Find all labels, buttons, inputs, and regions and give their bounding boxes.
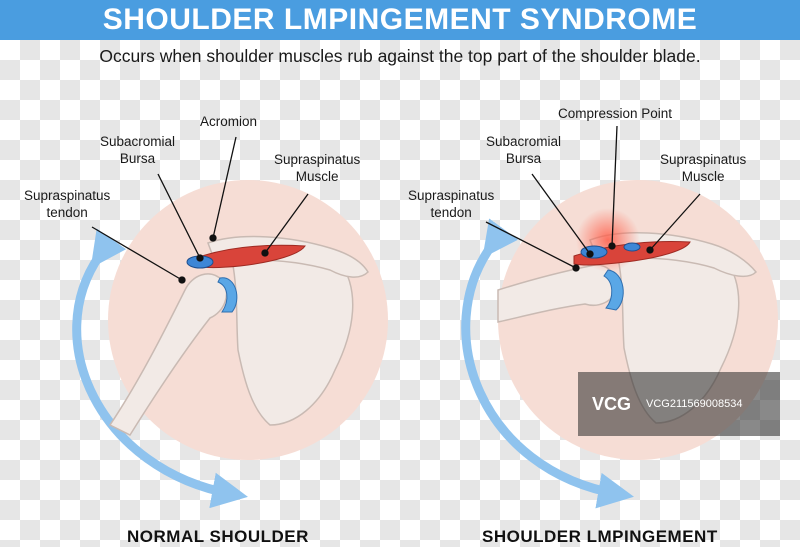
label-supraspinatus-tendon-impingement: Supraspinatus tendon xyxy=(408,188,495,220)
normal-supraspinatus-muscle xyxy=(195,244,306,268)
label-acromion: Acromion xyxy=(200,114,258,129)
normal-joint-cartilage xyxy=(217,277,238,313)
watermark: VCG VCG211569008534 xyxy=(578,372,780,436)
impingement-leader-lines xyxy=(485,125,701,272)
page-title: SHOULDER LMPINGEMENT SYNDROME xyxy=(102,3,698,36)
label-subacromial-bursa-normal: Subacromial Bursa xyxy=(100,134,176,166)
label-supraspinatus-muscle-normal: Supraspinatus Muscle xyxy=(274,152,361,184)
label-subacromial-bursa-impingement: Subacromial Bursa xyxy=(486,134,562,166)
normal-rotation-arrow xyxy=(72,228,248,509)
label-supraspinatus-muscle-impingement: Supraspinatus Muscle xyxy=(660,152,747,184)
impingement-bursa-small xyxy=(623,242,641,252)
normal-leader-lines xyxy=(91,136,309,284)
watermark-id: VCG211569008534 xyxy=(646,398,743,410)
label-supraspinatus-tendon-normal: Supraspinatus tendon xyxy=(24,188,111,220)
caption-shoulder-impingement: SHOULDER LMPINGEMENT xyxy=(482,527,718,546)
label-compression-point: Compression Point xyxy=(558,106,673,121)
impingement-rotation-arrow xyxy=(461,218,634,509)
impingement-supraspinatus-muscle xyxy=(573,241,691,266)
impingement-joint-cartilage xyxy=(603,269,624,311)
watermark-logo: VCG xyxy=(592,393,632,414)
normal-shoulder-diagram xyxy=(72,136,388,509)
title-bar: SHOULDER LMPINGEMENT SYNDROME xyxy=(0,0,800,40)
caption-normal-shoulder: NORMAL SHOULDER xyxy=(127,527,309,546)
page-subtitle: Occurs when shoulder muscles rub against… xyxy=(99,46,701,66)
